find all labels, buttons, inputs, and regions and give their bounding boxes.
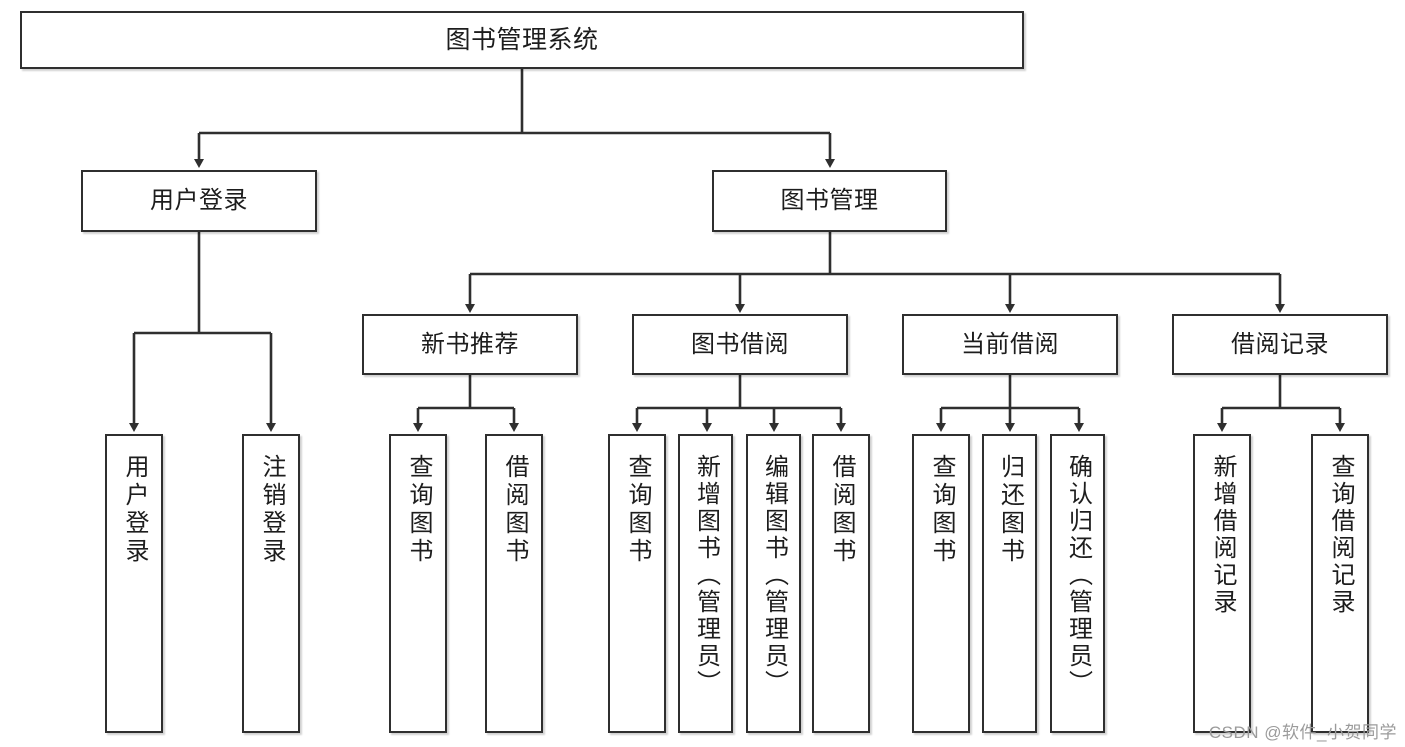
node-label: 用户登录 — [121, 454, 148, 566]
node-label: 新增借阅记录 — [1209, 454, 1236, 616]
watermark-text: CSDN @软件_小贺同学 — [1208, 723, 1397, 742]
node-new-book-recommend[interactable]: 新书推荐 — [362, 314, 578, 375]
leaf-add-borrow-record[interactable]: 新增借阅记录 — [1193, 434, 1251, 733]
node-label: 查询图书 — [405, 454, 432, 566]
node-label: 新书推荐 — [421, 330, 519, 358]
node-label: 注销登录 — [258, 454, 285, 566]
node-root-system[interactable]: 图书管理系统 — [20, 11, 1024, 69]
node-label: 当前借阅 — [961, 330, 1059, 358]
leaf-user-login[interactable]: 用户登录 — [105, 434, 163, 733]
node-label: 用户登录 — [150, 187, 248, 215]
node-label: 借阅记录 — [1231, 330, 1329, 358]
leaf-query-book-recommend[interactable]: 查询图书 — [389, 434, 447, 733]
node-label: 借阅图书 — [501, 454, 528, 566]
node-label: 图书借阅 — [691, 330, 789, 358]
node-label: 借阅图书 — [828, 454, 855, 566]
node-user-login[interactable]: 用户登录 — [81, 170, 317, 232]
node-book-management[interactable]: 图书管理 — [712, 170, 947, 232]
leaf-confirm-return-admin[interactable]: 确认归还（管理员） — [1050, 434, 1105, 733]
leaf-edit-book-admin[interactable]: 编辑图书（管理员） — [746, 434, 801, 733]
leaf-user-logout[interactable]: 注销登录 — [242, 434, 300, 733]
leaf-borrow-book-recommend[interactable]: 借阅图书 — [485, 434, 543, 733]
leaf-query-borrow-record[interactable]: 查询借阅记录 — [1311, 434, 1369, 733]
node-book-borrow[interactable]: 图书借阅 — [632, 314, 848, 375]
leaf-query-book-current[interactable]: 查询图书 — [912, 434, 970, 733]
leaf-return-book[interactable]: 归还图书 — [982, 434, 1037, 733]
node-borrow-record[interactable]: 借阅记录 — [1172, 314, 1388, 375]
node-label: 查询图书 — [928, 454, 955, 566]
node-label: 新增图书（管理员） — [692, 454, 720, 697]
node-label: 图书管理 — [780, 187, 879, 215]
leaf-borrow-book[interactable]: 借阅图书 — [812, 434, 870, 733]
node-label: 查询借阅记录 — [1327, 454, 1354, 616]
node-label: 归还图书 — [996, 454, 1024, 566]
node-label: 编辑图书（管理员） — [760, 454, 788, 697]
leaf-query-book-borrow[interactable]: 查询图书 — [608, 434, 666, 733]
node-label: 确认归还（管理员） — [1064, 454, 1092, 697]
leaf-add-book-admin[interactable]: 新增图书（管理员） — [678, 434, 733, 733]
node-label: 查询图书 — [624, 454, 651, 566]
node-label: 图书管理系统 — [445, 25, 599, 54]
node-current-borrow[interactable]: 当前借阅 — [902, 314, 1118, 375]
